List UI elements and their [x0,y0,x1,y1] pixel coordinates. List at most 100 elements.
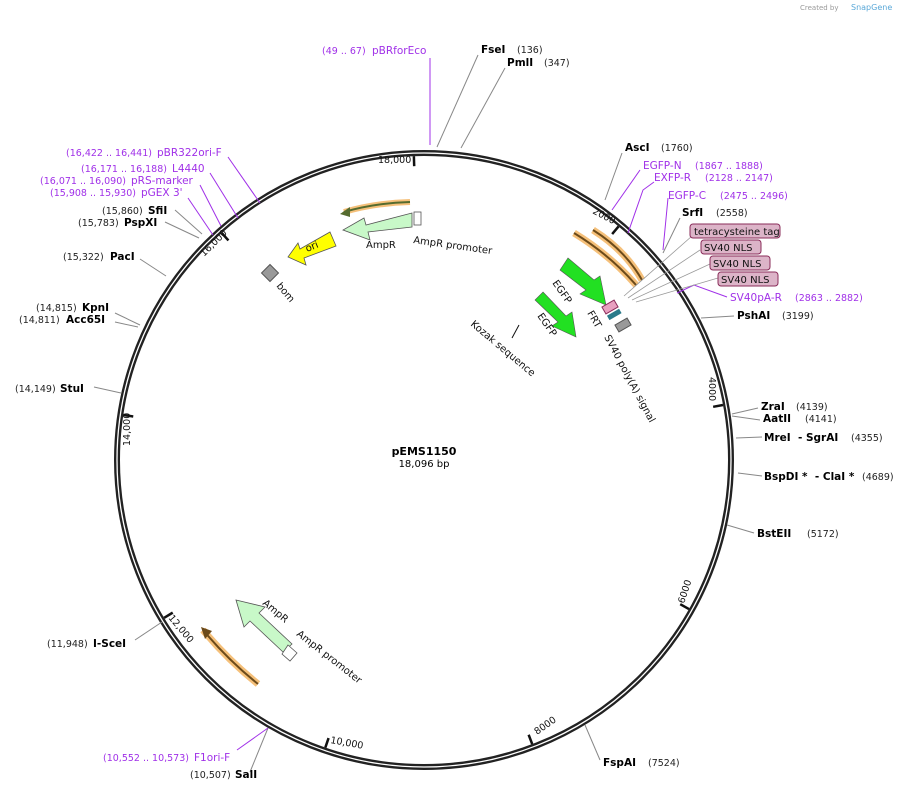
enzyme-zrai-pos: (4139) [796,402,828,413]
enzyme-acc65i-pos: (14,811) [19,315,60,326]
frt-label: FRT [584,309,603,331]
tick-8000: 8000 [532,715,558,738]
primer-pbr322ori-f-range: (16,422 .. 16,441) [66,148,152,159]
enzyme-aatii-pos: (4141) [805,414,837,425]
enzyme-i-scei[interactable]: I-SceI [93,638,126,650]
sv40-polya-label: SV40 poly(A) signal [601,333,657,424]
primer-pbr322ori-f[interactable]: pBR322ori-F [157,147,222,159]
primer-exfp-r[interactable]: EXFP-R [654,172,691,184]
primer-prs-marker[interactable]: pRS-marker [131,175,194,187]
enzyme-bspdi-clai[interactable]: BspDI * - ClaI * [764,471,855,483]
enzyme-mrei-pos: (4355) [851,433,883,444]
ori-label: ori [304,240,320,255]
tick-mark [123,413,134,418]
ampr-label-top: AmpR [366,240,396,251]
enzyme-pspxi[interactable]: PspXI [124,217,157,229]
tick-mark [712,403,724,409]
enzyme-fspai[interactable]: FspAI [603,757,636,769]
enzyme-asci-pos: (1760) [661,143,693,154]
tick-mark [679,603,690,611]
enzyme-srfi-pos: (2558) [716,208,748,219]
tag-sv40-nls-3[interactable]: SV40 NLS [717,271,779,287]
bom-feature[interactable] [260,263,280,283]
tick-10000: 10,000 [329,735,364,752]
primer-egfp-n[interactable]: EGFP-N [643,160,682,172]
highlight-arc-top [343,199,411,215]
primer-leaders [187,58,728,751]
enzyme-pshai[interactable]: PshAI [737,310,770,322]
primer-sv40pa-r-range: (2863 .. 2882) [795,293,863,304]
tick-4000: 4000 [706,377,717,401]
egfp-label-1: EGFP [550,278,574,305]
enzyme-pmli-pos: (347) [544,58,570,69]
frt-feature[interactable] [601,299,622,321]
primer-pbrforeco[interactable]: pBRforEco [372,45,426,57]
tag-tetracysteine[interactable]: tetracysteine tag [689,223,781,239]
primer-arrow-right-1 [573,232,637,286]
tag-leaders [623,235,719,303]
primer-l4440-range: (16,171 .. 16,188) [81,164,167,175]
tick-mark [220,232,230,242]
egfp-feature-2[interactable] [534,291,577,338]
enzyme-pshai-pos: (3199) [782,311,814,322]
tag-sv40-nls-1[interactable]: SV40 NLS [700,239,762,255]
enzyme-paci-pos: (15,322) [63,252,104,263]
primer-f1ori-f-range: (10,552 .. 10,573) [103,753,189,764]
enzyme-mrei-sgrai[interactable]: MreI - SgrAI [764,432,838,444]
enzyme-stui[interactable]: StuI [60,383,84,395]
primer-pgex3-range: (15,908 .. 15,930) [50,188,136,199]
egfp-feature-1[interactable] [559,257,607,306]
primer-pbrforeco-range: (49 .. 67) [322,46,366,57]
enzyme-fsei-pos: (136) [517,45,543,56]
ampr-feature-top[interactable] [342,212,413,241]
enzyme-kpni-pos: (14,815) [36,303,77,314]
enzyme-kpni[interactable]: KpnI [82,302,109,314]
enzyme-sali[interactable]: SalI [235,769,257,781]
enzyme-sfii[interactable]: SfiI [148,205,167,217]
tick-18000: 18,000 [378,155,411,166]
ampr-promoter-feature-bottom[interactable] [281,644,298,662]
enzyme-fspai-pos: (7524) [648,758,680,769]
tick-6000: 6000 [676,579,694,605]
credit-brand: SnapGene [851,3,892,12]
tick-mark [163,611,174,619]
primer-pgex3[interactable]: pGEX 3' [141,187,183,199]
enzyme-acc65i[interactable]: Acc65I [66,314,105,326]
enzyme-bsteii-pos: (5172) [807,529,839,540]
enzyme-paci[interactable]: PacI [110,251,135,263]
primer-egfp-n-range: (1867 .. 1888) [695,161,763,172]
primer-prs-marker-range: (16,071 .. 16,090) [40,176,126,187]
enzyme-fsei[interactable]: FseI [481,44,505,56]
tag-label: SV40 NLS [721,275,770,286]
primer-arrow-right-2 [592,229,643,281]
enzyme-bspdi-pos: (4689) [862,472,894,483]
primer-exfp-r-range: (2128 .. 2147) [705,173,773,184]
plasmid-name: pEMS1150 [392,445,457,458]
primer-arrowhead-bottom [201,627,212,639]
enzyme-pmli[interactable]: PmlI [507,57,533,69]
tick-14000: 14,000 [122,413,133,446]
enzyme-srfi[interactable]: SrfI [682,207,703,219]
sv40-polya-feature[interactable] [614,317,632,333]
enzyme-stui-pos: (14,149) [15,384,56,395]
primer-egfp-c-range: (2475 .. 2496) [720,191,788,202]
primer-arrowhead [340,207,350,217]
primer-f1ori-f[interactable]: F1ori-F [194,752,230,764]
tag-sv40-nls-2[interactable]: SV40 NLS [709,255,771,271]
enzyme-aatii[interactable]: AatII [763,413,791,425]
primer-egfp-c[interactable]: EGFP-C [668,190,706,202]
primer-l4440[interactable]: L4440 [172,163,205,175]
ori-feature[interactable] [287,231,337,266]
enzyme-sali-pos: (10,507) [190,770,231,781]
enzyme-leaders [93,54,763,773]
primer-sv40pa-r[interactable]: SV40pA-R [730,292,782,304]
enzyme-asci[interactable]: AscI [625,142,650,154]
tick-mark [324,737,330,748]
enzyme-sfii-pos: (15,860) [102,206,143,217]
enzyme-bsteii[interactable]: BstEII [757,528,791,540]
credit-prefix: Created by [800,4,839,12]
tag-label: tetracysteine tag [694,227,780,238]
enzyme-zrai[interactable]: ZraI [761,401,785,413]
ampr-promoter-feature-top[interactable] [413,211,422,226]
